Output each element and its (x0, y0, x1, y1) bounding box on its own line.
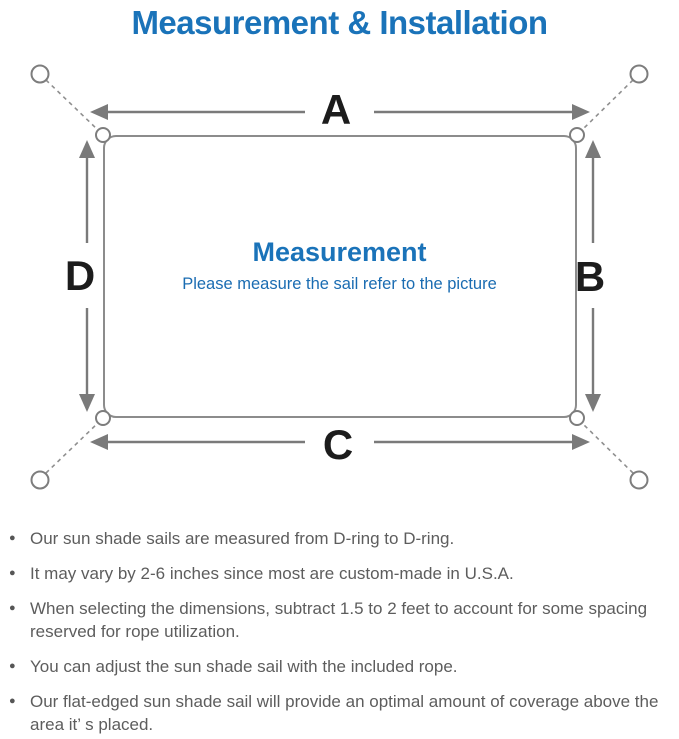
notes-list: ● Our sun shade sails are measured from … (0, 527, 679, 736)
bullet-dot-icon: ● (9, 532, 16, 544)
dimension-arrow-a (90, 104, 590, 120)
d-ring-icon (95, 127, 111, 143)
d-ring-icon (95, 410, 111, 426)
arrowhead-up-icon (585, 140, 601, 158)
dimension-label-d: D (65, 252, 95, 299)
anchor-circle-icon (30, 64, 50, 84)
list-item-text: You can adjust the sun shade sail with t… (30, 657, 458, 676)
rope-top-right (580, 79, 634, 132)
dimension-label-a: A (321, 86, 351, 133)
bullet-dot-icon: ● (9, 695, 16, 707)
d-ring-icon (569, 410, 585, 426)
rope-top-left (45, 79, 100, 132)
arrowhead-left-icon (90, 434, 108, 450)
arrowhead-left-icon (90, 104, 108, 120)
list-item-text: It may vary by 2-6 inches since most are… (30, 564, 514, 583)
arrowhead-down-icon (585, 394, 601, 412)
rope-bottom-left (45, 421, 100, 474)
arrowhead-right-icon (572, 104, 590, 120)
list-item: ● Our flat-edged sun shade sail will pro… (9, 690, 669, 736)
sail-outline (103, 135, 577, 418)
d-ring-icon (569, 127, 585, 143)
anchor-circle-icon (30, 470, 50, 490)
page-title: Measurement & Installation (131, 4, 548, 41)
list-item-text: Our flat-edged sun shade sail will provi… (30, 692, 659, 734)
dimension-label-b: B (575, 253, 605, 300)
rope-bottom-right (580, 421, 634, 474)
dimension-label-c: C (323, 421, 353, 468)
list-item: ● You can adjust the sun shade sail with… (9, 655, 669, 678)
list-item-text: When selecting the dimensions, subtract … (30, 599, 648, 641)
measurement-diagram: A B C D Measurement Please measure the s… (0, 48, 679, 510)
d-rings (95, 127, 585, 426)
list-item: ● It may vary by 2-6 inches since most a… (9, 562, 669, 585)
list-item-text: Our sun shade sails are measured from D-… (30, 529, 455, 548)
arrowhead-up-icon (79, 140, 95, 158)
dimension-arrow-d (79, 140, 95, 412)
arrowhead-down-icon (79, 394, 95, 412)
anchor-circle-icon (629, 64, 649, 84)
list-item: ● Our sun shade sails are measured from … (9, 527, 669, 550)
dimension-arrow-c (90, 434, 590, 450)
bullet-dot-icon: ● (9, 602, 16, 614)
sail-diagram-svg: A B C D (30, 64, 649, 490)
anchor-points (30, 64, 649, 490)
bullet-dot-icon: ● (9, 567, 16, 579)
list-item: ● When selecting the dimensions, subtrac… (9, 597, 669, 643)
arrowhead-right-icon (572, 434, 590, 450)
dimension-arrow-b (585, 140, 601, 412)
bullet-dot-icon: ● (9, 660, 16, 672)
anchor-circle-icon (629, 470, 649, 490)
